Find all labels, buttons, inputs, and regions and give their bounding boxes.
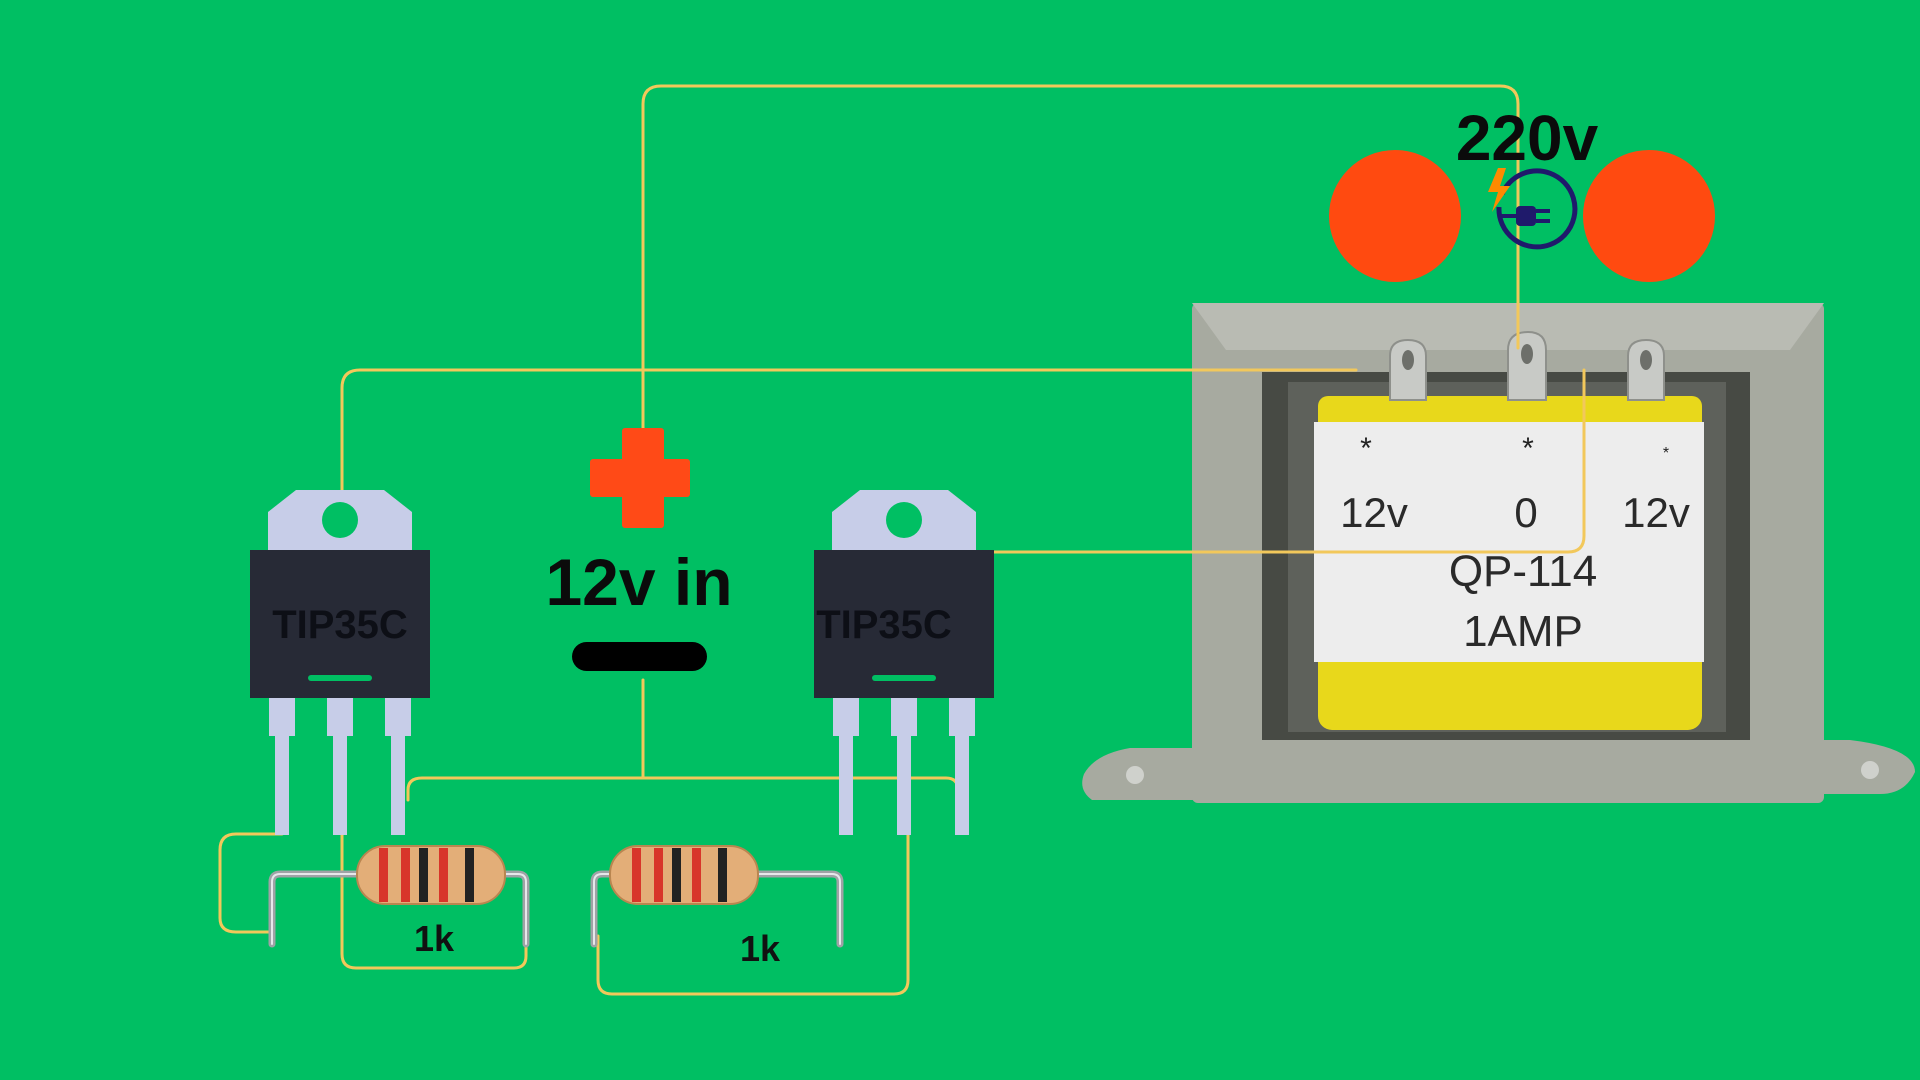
lightning-bolt-icon <box>1488 168 1510 212</box>
resistor-left <box>268 845 530 948</box>
wire-left-collector-to-transformer <box>340 368 1358 500</box>
wire-resistor-to-right-transistor <box>596 768 910 996</box>
resistor-right-label: 1k <box>740 928 781 969</box>
transformer-frame-top-bevel <box>1192 303 1824 350</box>
transistor-left-mount-hole <box>322 502 358 538</box>
transformer-tap-left-label: 12v <box>1340 489 1408 536</box>
transistor-right-label: TIP35C <box>816 603 952 647</box>
wire-left-collector-to-resistor <box>340 738 528 970</box>
transistor-left <box>250 490 430 835</box>
resistor-right-band-1 <box>632 848 641 902</box>
plus-icon <box>590 428 690 528</box>
transformer-star-left: * <box>1360 432 1372 465</box>
transistor-left-marker <box>308 675 372 681</box>
transformer-coil-bottom <box>1318 640 1702 730</box>
transistor-left-body <box>250 550 430 698</box>
transistor-right-body <box>814 550 994 698</box>
resistor-left-band-4 <box>439 848 448 902</box>
mains-terminal-right <box>1583 150 1715 282</box>
mains-voltage-label: 220v <box>1456 102 1599 174</box>
resistor-right-band-3 <box>672 848 681 902</box>
transformer-star-center: * <box>1522 432 1534 465</box>
transformer-rating-label: 1AMP <box>1463 607 1583 656</box>
resistor-left-band-3 <box>419 848 428 902</box>
transformer-label-sticker <box>1314 422 1704 662</box>
transformer-terminal-center <box>1507 330 1547 401</box>
resistor-right-band-4 <box>692 848 701 902</box>
transformer-tap-right-label: 12v <box>1622 489 1690 536</box>
wire-left-base-loop <box>218 832 284 934</box>
resistor-left-band-5 <box>465 848 474 902</box>
resistor-left-lead-highlight <box>271 873 527 945</box>
transformer-mount-hole-left <box>1126 766 1144 784</box>
transformer-tap-center-label: 0 <box>1514 489 1537 536</box>
transistor-left-label: TIP35C <box>272 603 408 647</box>
resistor-right <box>590 845 844 948</box>
input-voltage-label: 12v in <box>545 545 732 619</box>
transistor-right-marker <box>872 675 936 681</box>
transformer-model-label: QP-114 <box>1449 547 1597 596</box>
resistor-right-band-2 <box>654 848 663 902</box>
transformer-star-right: * <box>1663 445 1669 462</box>
resistor-left-label: 1k <box>414 918 455 959</box>
transformer-mount-hole-right <box>1861 761 1879 779</box>
transistor-right <box>814 490 994 835</box>
mains-terminal-left <box>1329 150 1461 282</box>
minus-icon <box>572 642 707 671</box>
resistor-right-lead-highlight <box>593 873 841 945</box>
resistor-right-band-5 <box>718 848 727 902</box>
transformer-mounting-foot-left <box>1082 748 1210 800</box>
resistor-left-band-1 <box>379 848 388 902</box>
resistor-left-band-2 <box>401 848 410 902</box>
plug-icon <box>1496 168 1578 250</box>
wire-positive-to-transformer-center <box>641 84 1520 432</box>
transistor-right-mount-hole <box>886 502 922 538</box>
